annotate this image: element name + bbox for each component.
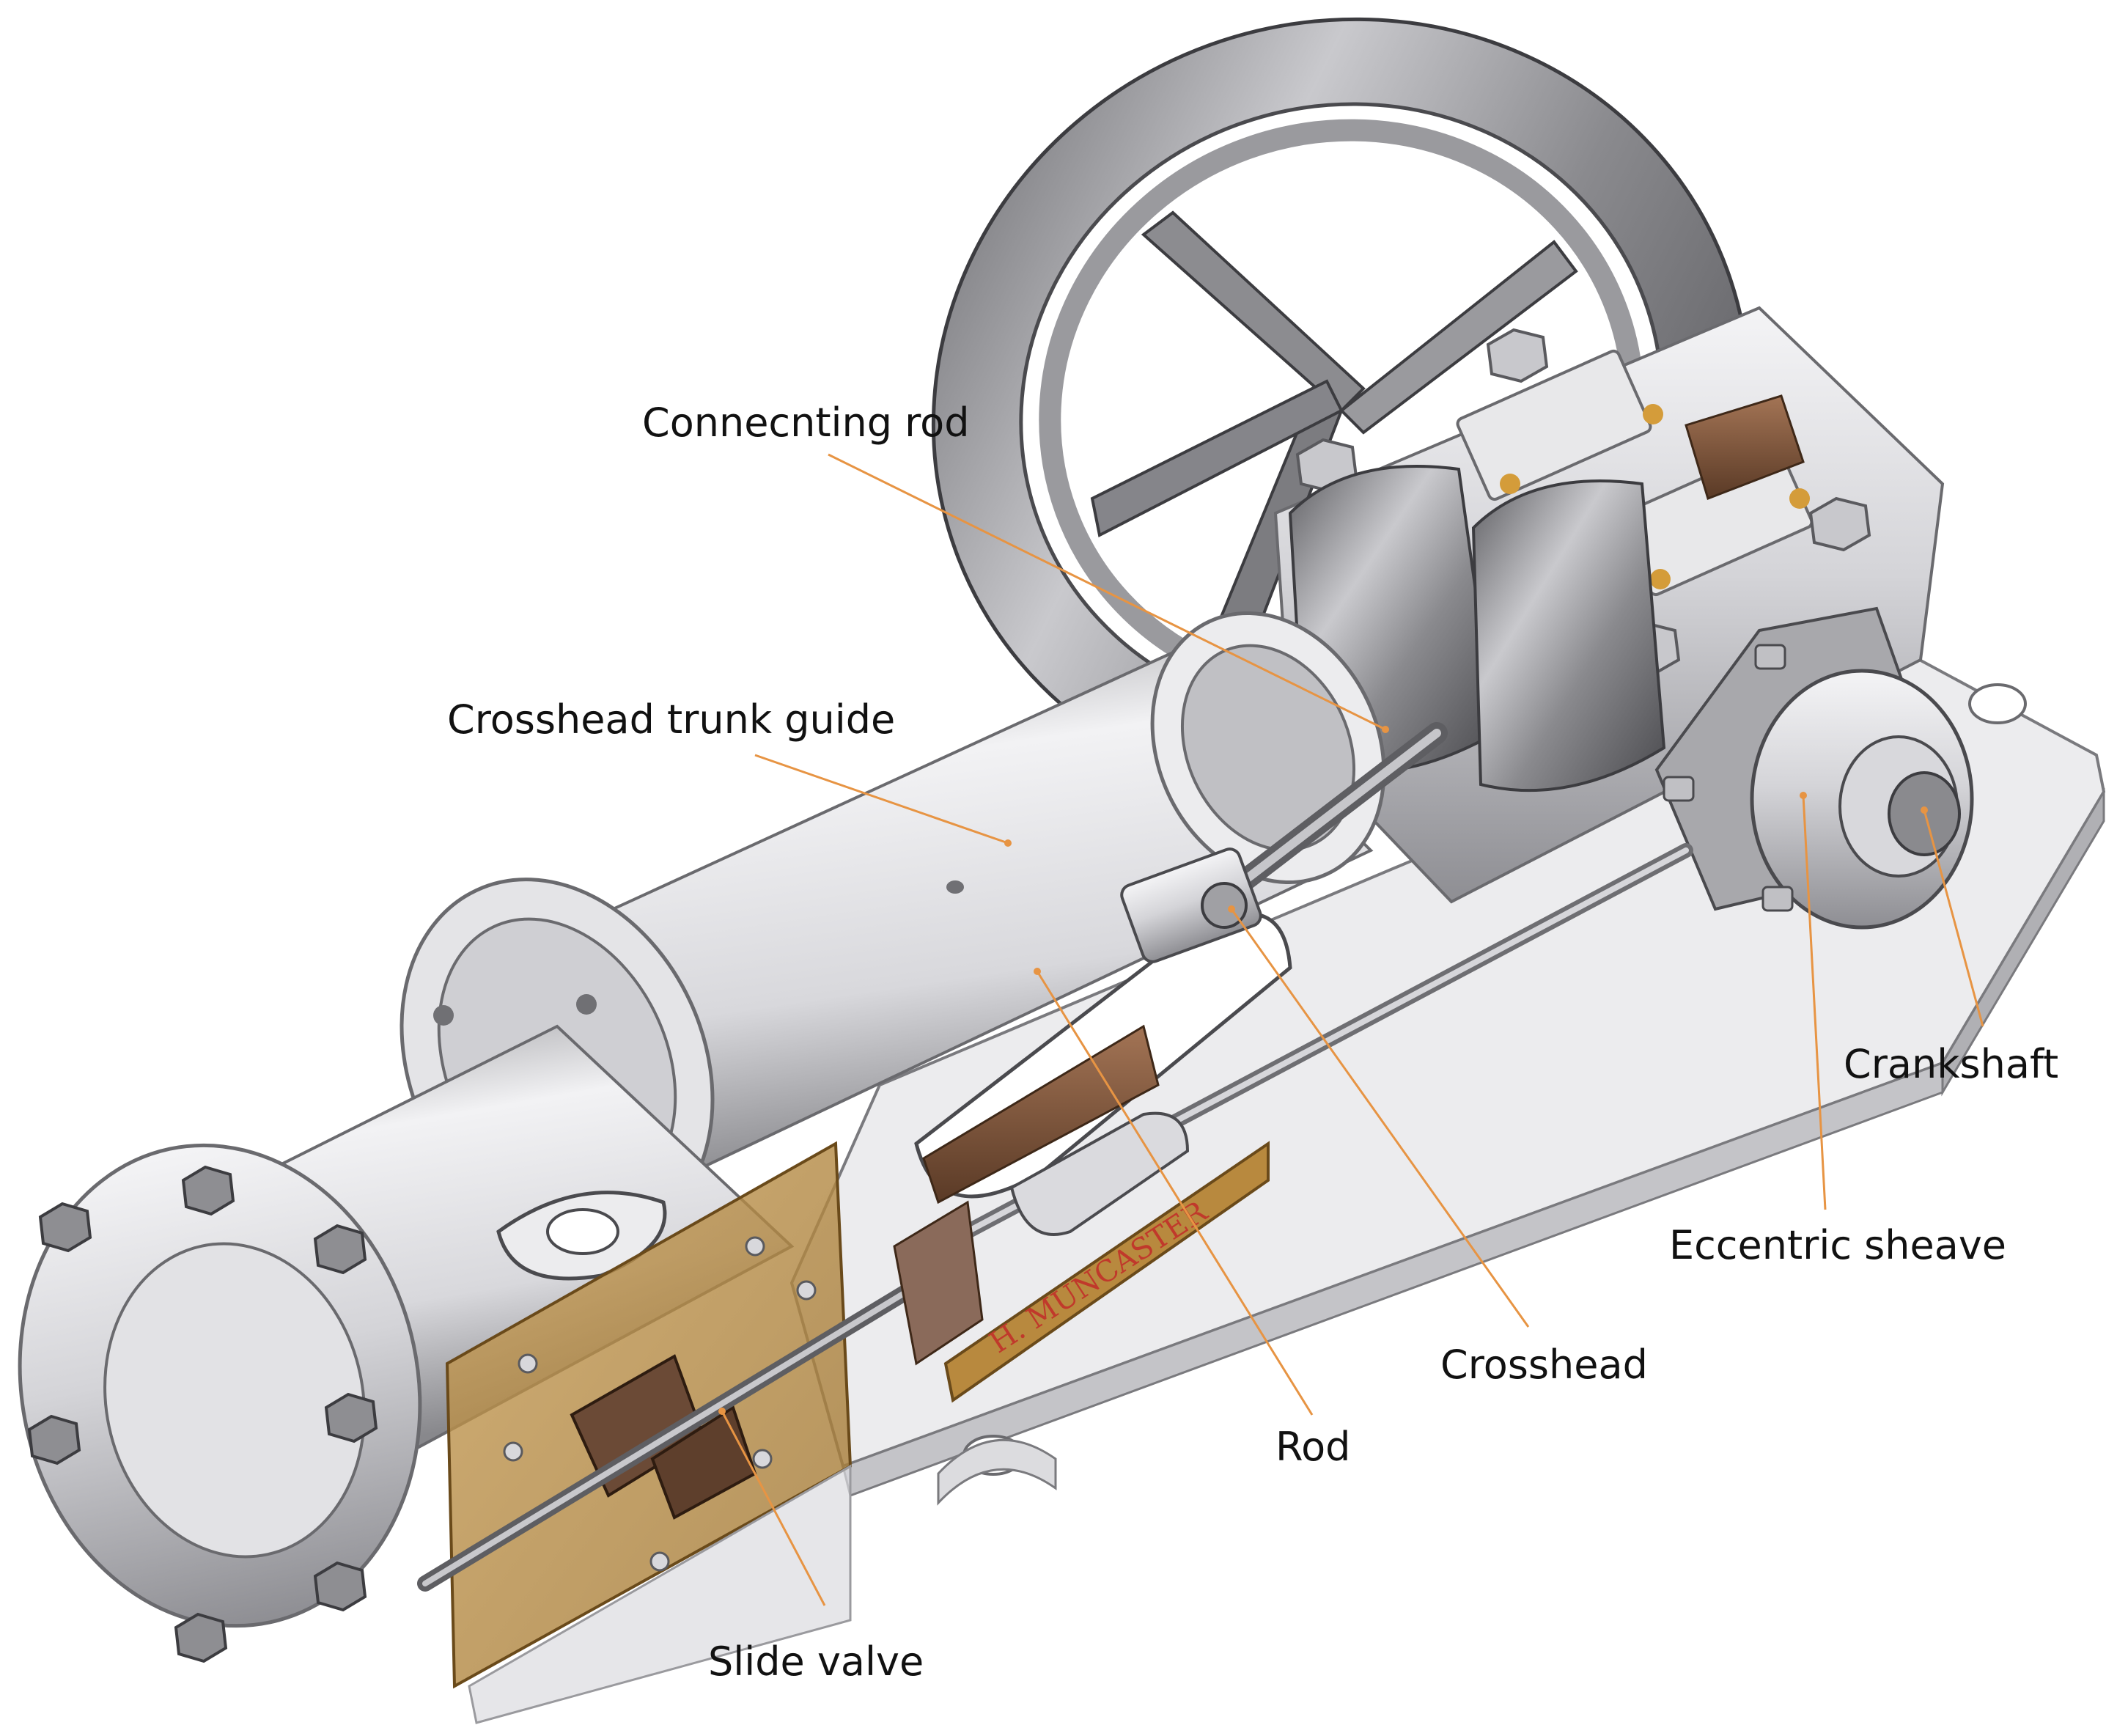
leader-eccentric-sheave [1802,795,1827,1210]
leader-connecting-rod [828,453,1386,731]
label-connecting-rod: Connecnting rod [642,400,970,446]
callout-labels: Connecnting rod Crosshead trunk guide Cr… [447,400,2058,1685]
label-crosshead-trunk-guide: Crosshead trunk guide [447,696,895,743]
label-slide-valve: Slide valve [708,1638,924,1685]
leader-lines [718,453,1984,1606]
leader-crosshead-trunk-guide [754,754,1009,845]
cylinder-cover [18,1143,422,1663]
leader-slide-valve [721,1410,826,1606]
label-crankshaft: Crankshaft [1844,1041,2058,1087]
leader-rod [1036,971,1314,1416]
label-rod: Rod [1275,1424,1350,1470]
leader-crosshead [1230,908,1530,1328]
steam-chest [445,1141,853,1724]
label-crosshead: Crosshead [1440,1342,1648,1388]
connecting-rod [1120,722,1448,963]
label-eccentric-sheave: Eccentric sheave [1669,1222,2006,1268]
leader-crankshaft [1923,809,1984,1027]
